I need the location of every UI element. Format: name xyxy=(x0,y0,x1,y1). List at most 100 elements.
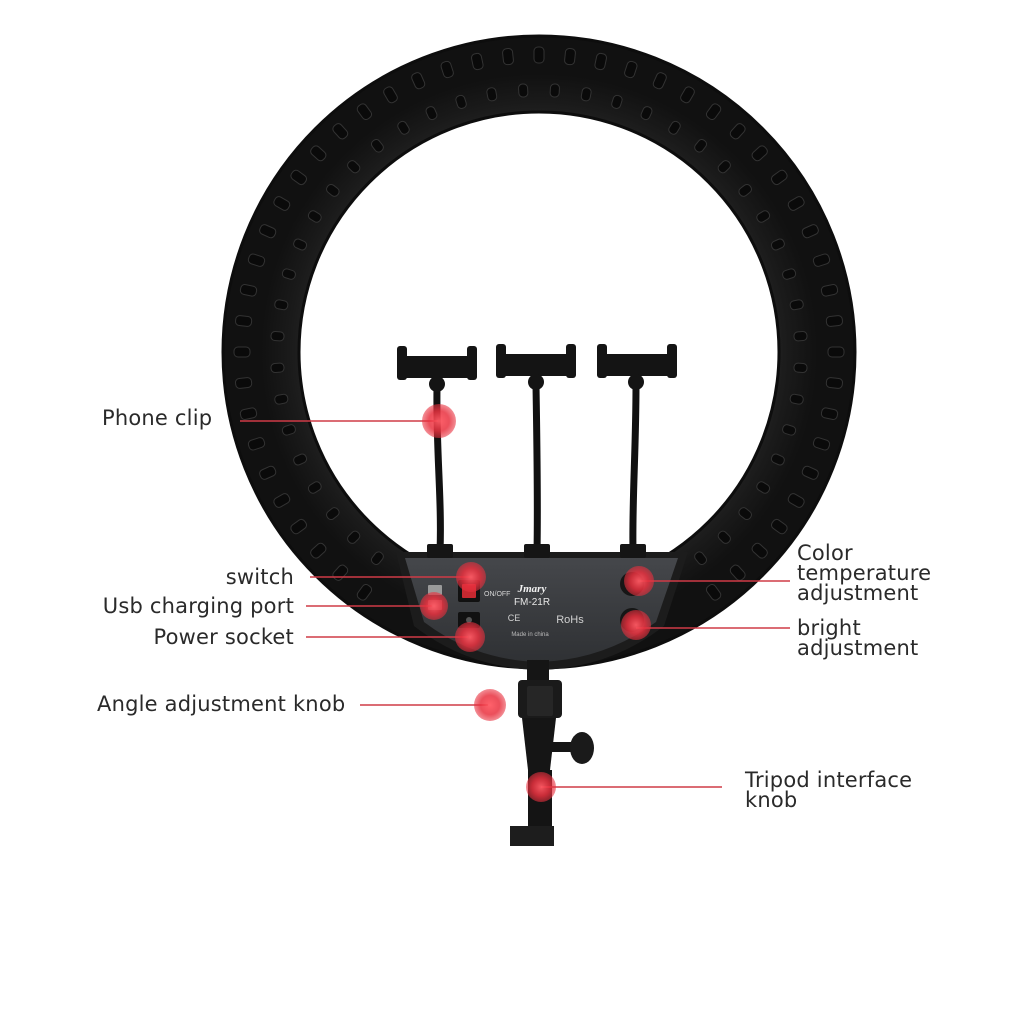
power-socket-pin xyxy=(466,617,472,623)
ce-mark: CE xyxy=(508,613,521,623)
ring-vent-slot xyxy=(307,481,322,494)
label-bright-line-1: bright xyxy=(797,616,861,640)
ring-vent-slot xyxy=(356,583,373,601)
ring-vent-slot xyxy=(820,407,839,421)
ring-vent-slot xyxy=(440,60,454,79)
ring-vent-slot xyxy=(782,268,797,280)
ring-vent-slot xyxy=(680,86,695,104)
ring-vent-slot xyxy=(235,377,253,389)
ring-vent-slot xyxy=(290,169,308,186)
ring-vent-slot xyxy=(729,564,746,581)
ring-mount-neck xyxy=(527,660,549,684)
ring-vent-slot xyxy=(281,424,296,436)
ring-vent-slot xyxy=(705,103,722,121)
ring-vent-slot xyxy=(770,453,785,466)
label-power-socket-line-1: Power socket xyxy=(153,625,294,649)
marker-switch xyxy=(456,562,486,592)
ring-vent-slot xyxy=(274,393,289,405)
ring-vent-slot xyxy=(694,551,708,565)
ring-vent-slot xyxy=(751,145,768,162)
label-phone-clip: Phone clip xyxy=(102,406,213,430)
ring-vent-slot xyxy=(273,493,291,508)
ring-vent-slot xyxy=(332,123,349,140)
ring-vent-slot xyxy=(801,224,819,239)
gooseneck-bases xyxy=(427,544,646,558)
label-usb-port: Usb charging port xyxy=(102,594,294,618)
ring-vent-slot xyxy=(270,362,285,373)
label-phone-clip-line-1: Phone clip xyxy=(102,406,213,430)
ring-vent-slot xyxy=(281,268,296,280)
label-bright-line-2: adjustment xyxy=(797,636,919,660)
ring-vent-slot xyxy=(307,210,322,223)
ring-vent-slot xyxy=(825,377,843,389)
label-tripod-knob: Tripod interface knob xyxy=(745,770,912,812)
ring-vent-slot xyxy=(611,94,623,109)
model-text: FM-21R xyxy=(514,597,550,608)
angle-bracket-inner xyxy=(527,686,553,716)
tripod-knob-head xyxy=(570,732,594,764)
brand-text: Jmary xyxy=(517,583,547,595)
ring-vent-slot xyxy=(812,253,831,267)
ring-vent-slot xyxy=(717,160,731,174)
marker-bright xyxy=(621,610,651,640)
ring-vent-slot xyxy=(624,60,638,79)
ring-vent-slot xyxy=(247,437,266,451)
ring-vent-slot xyxy=(825,315,843,327)
ring-vent-slot xyxy=(793,331,808,342)
ring-vent-slot xyxy=(787,493,805,508)
ring-vent-slot xyxy=(782,424,797,436)
ring-vent-slot xyxy=(486,87,498,102)
marker-color-temp xyxy=(624,566,654,596)
label-color-temp-line-3: adjustment xyxy=(797,581,919,605)
callout-markers xyxy=(420,404,654,802)
ring-vent-slot xyxy=(290,518,308,535)
ring-vent-slot xyxy=(518,83,529,98)
ring-vent-slot xyxy=(705,583,722,601)
ring-vent-slot xyxy=(455,94,467,109)
ring-vent-slot xyxy=(580,87,592,102)
ring-vent-slot xyxy=(239,407,258,421)
ring-vent-slot xyxy=(370,139,384,153)
marker-usb-port xyxy=(420,592,448,620)
ring-vent-slot xyxy=(770,518,788,535)
stand-clamp xyxy=(510,826,554,846)
ring-vent-slot xyxy=(270,331,285,342)
ring-vent-slot xyxy=(347,160,361,174)
ring-vent-slot xyxy=(235,315,253,327)
ring-vent-slot xyxy=(370,551,384,565)
ring-vent-slot xyxy=(347,530,361,544)
ring-vent-slot xyxy=(640,106,653,121)
ring-vent-slot xyxy=(239,283,258,297)
ring-vent-slot xyxy=(247,253,266,267)
marker-phone-clip xyxy=(422,404,456,438)
ring-vent-slots xyxy=(233,46,845,601)
ring-vent-slot xyxy=(789,299,804,311)
tripod-knob-stem xyxy=(552,742,574,752)
ring-vent-slot xyxy=(756,210,771,223)
ring-vent-slot xyxy=(273,196,291,211)
label-tripod-knob-line-2: knob xyxy=(745,788,798,812)
tripod-adapter xyxy=(522,718,556,770)
label-switch-line-1: switch xyxy=(225,565,294,589)
ring-vent-slot xyxy=(502,48,514,66)
label-usb-port-line-1: Usb charging port xyxy=(102,594,294,618)
ring-vent-slot xyxy=(564,48,576,66)
label-bright: bright adjustment xyxy=(797,616,919,660)
marker-angle-knob xyxy=(474,689,506,721)
ring-vent-slot xyxy=(827,346,845,358)
label-color-temp-line-2: temperature xyxy=(797,561,932,585)
ring-vent-slot xyxy=(793,362,808,373)
ring-vent-slot xyxy=(729,123,746,140)
ring-vent-slot xyxy=(668,120,681,135)
ring-vent-slot xyxy=(756,481,771,494)
ring-vent-slot xyxy=(770,169,788,186)
phone-clip-center xyxy=(496,344,576,390)
label-color-temp: Color temperature adjustment xyxy=(797,543,932,605)
label-angle-knob-line-1: Angle adjustment knob xyxy=(97,692,346,716)
ring-vent-slot xyxy=(787,196,805,211)
ring-vent-slot xyxy=(274,299,289,311)
ring-vent-slot xyxy=(356,103,373,121)
phone-clip-right xyxy=(597,344,677,390)
